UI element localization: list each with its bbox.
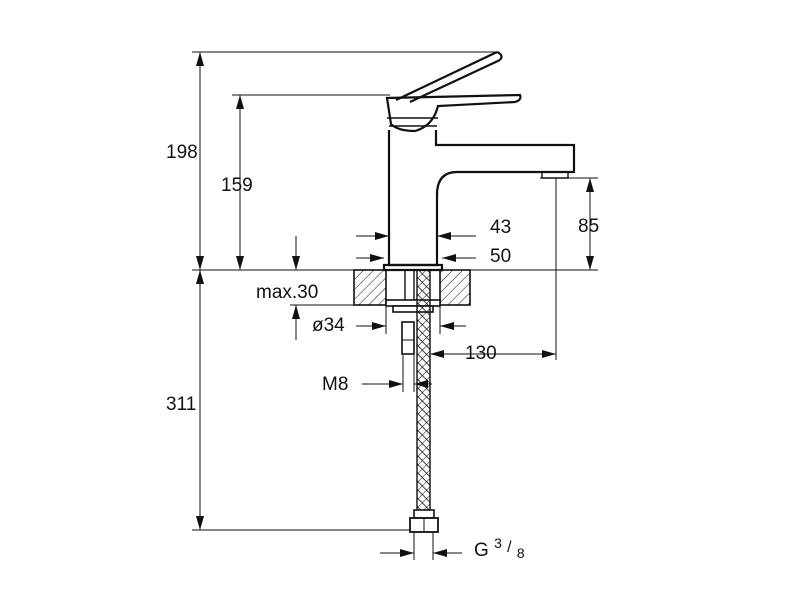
dimension-311: [196, 270, 204, 530]
dimension-159: [236, 95, 244, 270]
dimension-50: [356, 254, 476, 262]
dimension-m8: [362, 380, 432, 388]
label-g38-main: G: [474, 540, 489, 561]
label-g38: G 3 / 8: [474, 532, 525, 561]
label-159: 159: [221, 175, 253, 196]
label-diameter-34: ø34: [312, 315, 345, 336]
label-g38-denominator: 8: [517, 545, 525, 561]
dimension-85: [586, 178, 594, 270]
dimension-43: [356, 232, 476, 240]
dimension-130: [430, 350, 556, 358]
label-max30: max.30: [256, 282, 318, 303]
label-g38-slash: /: [507, 539, 512, 556]
countertop-section: [353, 269, 471, 313]
dimension-198: [196, 52, 204, 270]
label-198: 198: [166, 142, 198, 163]
label-50: 50: [490, 246, 511, 267]
dimension-diameter-34: [356, 322, 466, 330]
label-43: 43: [490, 217, 511, 238]
dimension-max30: [290, 236, 354, 340]
label-m8: M8: [322, 374, 348, 395]
faucet-body: [382, 50, 576, 272]
label-85: 85: [578, 216, 599, 237]
label-g38-numerator: 3: [494, 535, 502, 551]
dimension-g38: [380, 549, 462, 557]
label-311: 311: [166, 394, 196, 415]
label-130: 130: [465, 343, 497, 364]
